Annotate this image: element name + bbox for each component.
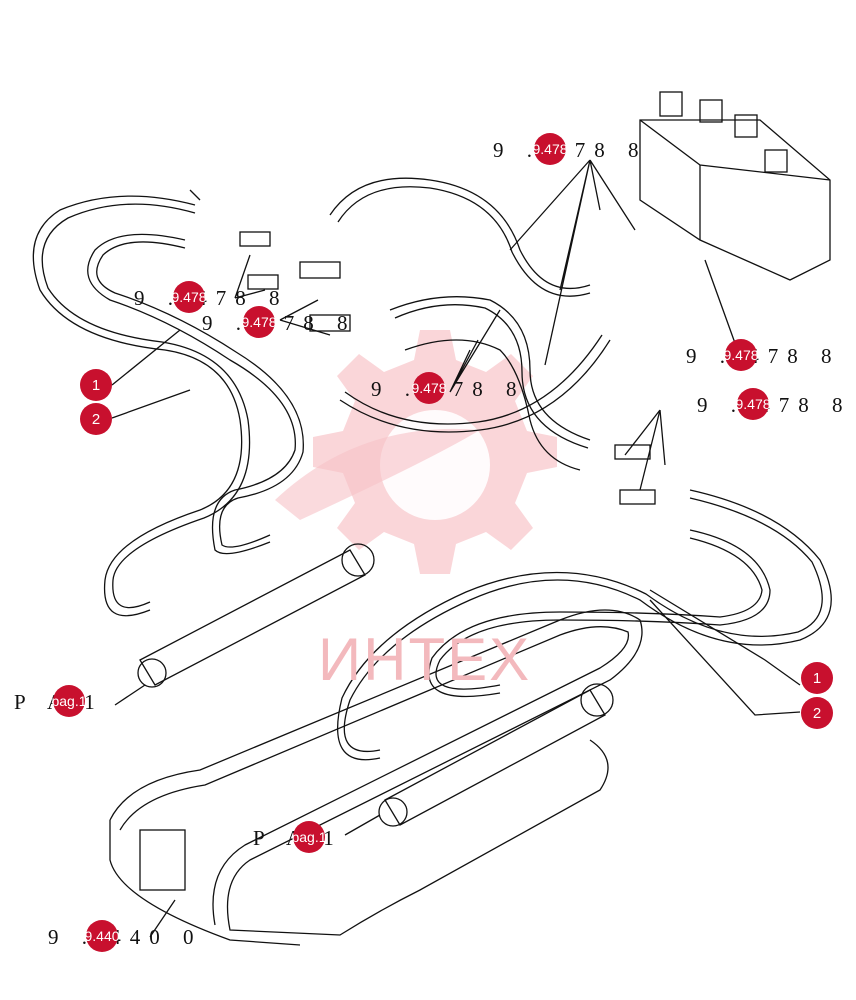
ref-badge-left[interactable]: 9.478: [171, 281, 207, 313]
hose-right-outer: [343, 489, 832, 752]
ref-badge-right2[interactable]: 9.478: [735, 388, 771, 420]
loader-frame: [109, 609, 643, 936]
leader-lines: [111, 159, 801, 938]
hose-left-outer-b: [41, 203, 251, 609]
watermark-swoosh: [275, 428, 480, 520]
fitting-4: [309, 314, 351, 332]
hose-left-inner: [87, 233, 296, 555]
ref-label-mid: 9 . 478 8: [371, 377, 526, 401]
control-valve-block: [639, 119, 831, 281]
cylinder-mid: [384, 689, 606, 826]
cylinder-left-rod-eye: [341, 543, 375, 577]
loader-frame-lower: [109, 820, 301, 946]
fitting-3: [299, 261, 341, 279]
hose-right-outer-b: [337, 497, 823, 761]
callout-2-right[interactable]: 2: [801, 697, 833, 729]
loader-frame-inner: [119, 626, 630, 926]
hose-left-inner-b: [96, 241, 304, 548]
cylinder-mid-rod-eye: [580, 683, 614, 717]
callout-1-left[interactable]: 1: [80, 369, 112, 401]
hose-right-inner-b: [428, 537, 763, 697]
hose-right-inner: [435, 529, 771, 690]
valve-solenoid-4: [764, 149, 788, 173]
hose-top-s: [329, 177, 591, 290]
valve-solenoid-3: [734, 114, 758, 138]
valve-solenoid-1: [659, 91, 683, 117]
fitting-5: [614, 444, 651, 460]
ref-label-left2: 9 . 478 8: [202, 311, 357, 335]
hose-mid-s-b: [394, 304, 589, 449]
hose-long-b: [344, 334, 603, 425]
ref-label-top: 9 . 478 8: [493, 138, 648, 162]
ref-badge-right1[interactable]: 9.478: [723, 339, 759, 371]
hose-long: [339, 339, 611, 433]
ref-badge-top[interactable]: 9.478: [532, 133, 568, 165]
ref-badge-frame[interactable]: 9.440: [84, 920, 120, 952]
fitting-1: [239, 231, 271, 247]
mount-plate: [139, 829, 186, 891]
ref-badge-left2[interactable]: 9.478: [241, 306, 277, 338]
pag-badge-left[interactable]: pag.1: [51, 685, 87, 717]
fitting-2: [247, 274, 279, 290]
ref-label-right1: 9 . 478 8: [686, 344, 841, 368]
ref-label-left: 9 . 478 8: [134, 286, 289, 310]
fitting-6: [619, 489, 656, 505]
callout-2-left[interactable]: 2: [80, 403, 112, 435]
valve-solenoid-2: [699, 99, 723, 123]
ref-badge-mid[interactable]: 9.478: [411, 372, 447, 404]
ref-label-right2: 9 . 478 8: [697, 393, 852, 417]
cylinder-mid-eye: [378, 797, 408, 827]
cylinder-left-eye: [137, 658, 167, 688]
callout-1-right[interactable]: 1: [801, 662, 833, 694]
ref-label-frame: 9 . 440 0: [48, 925, 203, 949]
hose-mid-s2: [404, 339, 581, 471]
pag-badge-mid[interactable]: pag.1: [291, 821, 327, 853]
hose-left-outer: [32, 195, 243, 617]
hose-mid-s: [389, 296, 591, 441]
watermark-text: ИНТЕХ: [318, 626, 532, 693]
hose-top-s-b: [337, 186, 591, 297]
